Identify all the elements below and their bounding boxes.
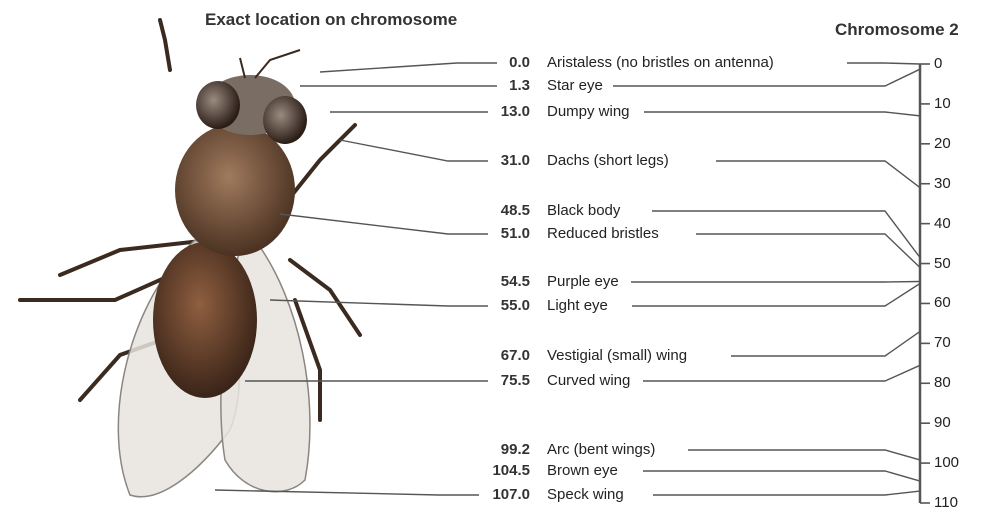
scale-tick-label: 20 xyxy=(934,135,951,152)
gene-to-scale-leader xyxy=(613,69,920,86)
gene-name: Dachs (short legs) xyxy=(547,152,669,169)
gene-to-scale-leader xyxy=(653,491,920,495)
gene-to-scale-leader xyxy=(696,234,920,268)
gene-position: 1.3 xyxy=(410,77,530,94)
gene-position: 55.0 xyxy=(410,297,530,314)
gene-to-scale-leader xyxy=(716,161,920,188)
gene-position: 31.0 xyxy=(410,152,530,169)
scale-tick-label: 70 xyxy=(934,334,951,351)
gene-position: 51.0 xyxy=(410,225,530,242)
gene-position: 13.0 xyxy=(410,103,530,120)
gene-to-scale-leader xyxy=(643,471,920,481)
gene-name: Purple eye xyxy=(547,273,619,290)
scale-tick-label: 60 xyxy=(934,294,951,311)
gene-name: Arc (bent wings) xyxy=(547,441,655,458)
gene-position: 75.5 xyxy=(410,372,530,389)
gene-position: 0.0 xyxy=(410,54,530,71)
gene-position: 99.2 xyxy=(410,441,530,458)
chromosome-heading: Chromosome 2 xyxy=(835,20,959,40)
location-heading: Exact location on chromosome xyxy=(205,10,457,30)
scale-tick-label: 0 xyxy=(934,55,942,72)
gene-name: Reduced bristles xyxy=(547,225,659,242)
gene-position: 104.5 xyxy=(410,462,530,479)
gene-position: 107.0 xyxy=(410,486,530,503)
scale-tick-label: 10 xyxy=(934,95,951,112)
scale-tick-label: 100 xyxy=(934,454,959,471)
gene-name: Brown eye xyxy=(547,462,618,479)
gene-to-scale-leader xyxy=(643,365,920,381)
gene-to-scale-leader xyxy=(644,112,920,116)
scale-tick-label: 50 xyxy=(934,255,951,272)
gene-name: Vestigial (small) wing xyxy=(547,347,687,364)
gene-name: Star eye xyxy=(547,77,603,94)
gene-to-scale-leader xyxy=(632,284,920,307)
scale-tick-label: 30 xyxy=(934,175,951,192)
gene-position: 54.5 xyxy=(410,273,530,290)
scale-tick-label: 80 xyxy=(934,374,951,391)
gene-to-scale-leader xyxy=(688,450,920,460)
scale-tick-label: 90 xyxy=(934,414,951,431)
scale-tick-label: 40 xyxy=(934,215,951,232)
gene-name: Curved wing xyxy=(547,372,630,389)
scale-tick-label: 110 xyxy=(934,494,958,511)
gene-position: 48.5 xyxy=(410,202,530,219)
gene-to-scale-leader xyxy=(731,331,920,356)
gene-name: Light eye xyxy=(547,297,608,314)
gene-name: Aristaless (no bristles on antenna) xyxy=(547,54,774,71)
gene-name: Speck wing xyxy=(547,486,624,503)
gene-to-scale-leader xyxy=(847,63,920,64)
gene-name: Dumpy wing xyxy=(547,103,630,120)
gene-name: Black body xyxy=(547,202,620,219)
gene-position: 67.0 xyxy=(410,347,530,364)
